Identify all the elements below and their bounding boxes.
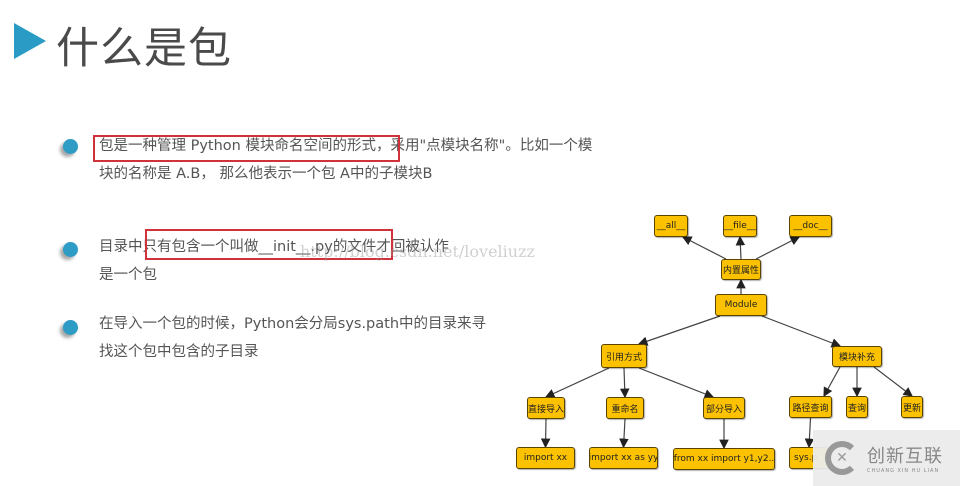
- edge-module-ref: [637, 315, 721, 346]
- edge-builtin-all: [681, 236, 727, 260]
- node-partial-import: 部分导入: [703, 397, 745, 419]
- bullet-3-line-1: 在导入一个包的时候，Python会分局sys.path中的目录来寻: [99, 316, 487, 332]
- edge-supp-path: [823, 366, 841, 398]
- node-import-as: import xx as yy: [589, 447, 658, 469]
- node-rename: 重命名: [606, 397, 644, 419]
- logo-name-en: CHUANG XIN HU LIAN: [867, 468, 940, 474]
- bullet-dot-icon: [63, 320, 78, 335]
- node-query: 查询: [846, 396, 868, 418]
- title-triangle-icon: [14, 23, 46, 59]
- node-file: __file__: [723, 215, 757, 237]
- bullet-2-line-2: 是一个包: [99, 267, 157, 283]
- edge-supp-update: [873, 366, 913, 397]
- node-direct-import: 直接导入: [527, 397, 565, 419]
- bullet-3-line-2: 找这个包中包含的子目录: [99, 344, 259, 360]
- bullet-dot-icon: [63, 139, 78, 154]
- bullet-2-line-1: 目录中只有包含一个叫做__init__.py的文件才回被认作: [99, 239, 449, 255]
- edge-direct-imp1: [540, 418, 551, 449]
- bullet-1-line-1: 包是一种管理 Python 模块命名空间的形式，采用"点模块名称"。比如一个模: [99, 138, 593, 154]
- edge-builtin-file: [735, 235, 746, 260]
- edge-module-supp: [761, 315, 842, 348]
- highlight-box: [145, 229, 393, 260]
- bullet-1: 包是一种管理 Python 模块命名空间的形式，采用"点模块名称"。比如一个模 …: [99, 132, 592, 188]
- watermark: http://blog.csdn.net/loveliuzz: [300, 242, 535, 261]
- node-path-query: 路径查询: [789, 396, 832, 418]
- node-all: __all__: [654, 215, 688, 237]
- bullet-3: 在导入一个包的时候，Python会分局sys.path中的目录来寻 找这个包中包…: [99, 310, 486, 366]
- node-doc: __doc__: [789, 215, 832, 237]
- logo-mark-icon: ✕: [825, 441, 859, 475]
- slide-title: 什么是包: [56, 24, 232, 74]
- node-from-import: from xx import y1,y2..: [673, 448, 775, 470]
- bullet-dot-icon: [63, 242, 78, 257]
- edge-builtin-doc: [755, 236, 801, 260]
- node-module: Module: [715, 294, 767, 316]
- edge-ref-rename: [619, 367, 630, 399]
- bullet-2: 目录中只有包含一个叫做__init__.py的文件才回被认作 是一个包: [99, 233, 449, 289]
- logo-name-cn: 创新互联: [867, 446, 943, 467]
- edge-path-sys: [804, 417, 815, 449]
- edge-rename-imp2: [619, 418, 629, 449]
- node-reference-method: 引用方式: [601, 344, 647, 368]
- bullet-1-line-2: 块的名称是 A.B， 那么他表示一个包 A中的子模块B: [99, 166, 433, 182]
- brand-logo: ✕ 创新互联 CHUANG XIN HU LIAN: [813, 430, 960, 486]
- node-module-supplement: 模块补充: [832, 346, 882, 367]
- node-builtin-attributes: 内置属性: [721, 259, 761, 280]
- edge-ref-partial: [638, 367, 715, 399]
- node-update: 更新: [901, 396, 923, 418]
- highlight-box: [93, 135, 400, 162]
- node-import-xx: import xx: [516, 447, 575, 469]
- edge-ref-direct: [544, 367, 610, 398]
